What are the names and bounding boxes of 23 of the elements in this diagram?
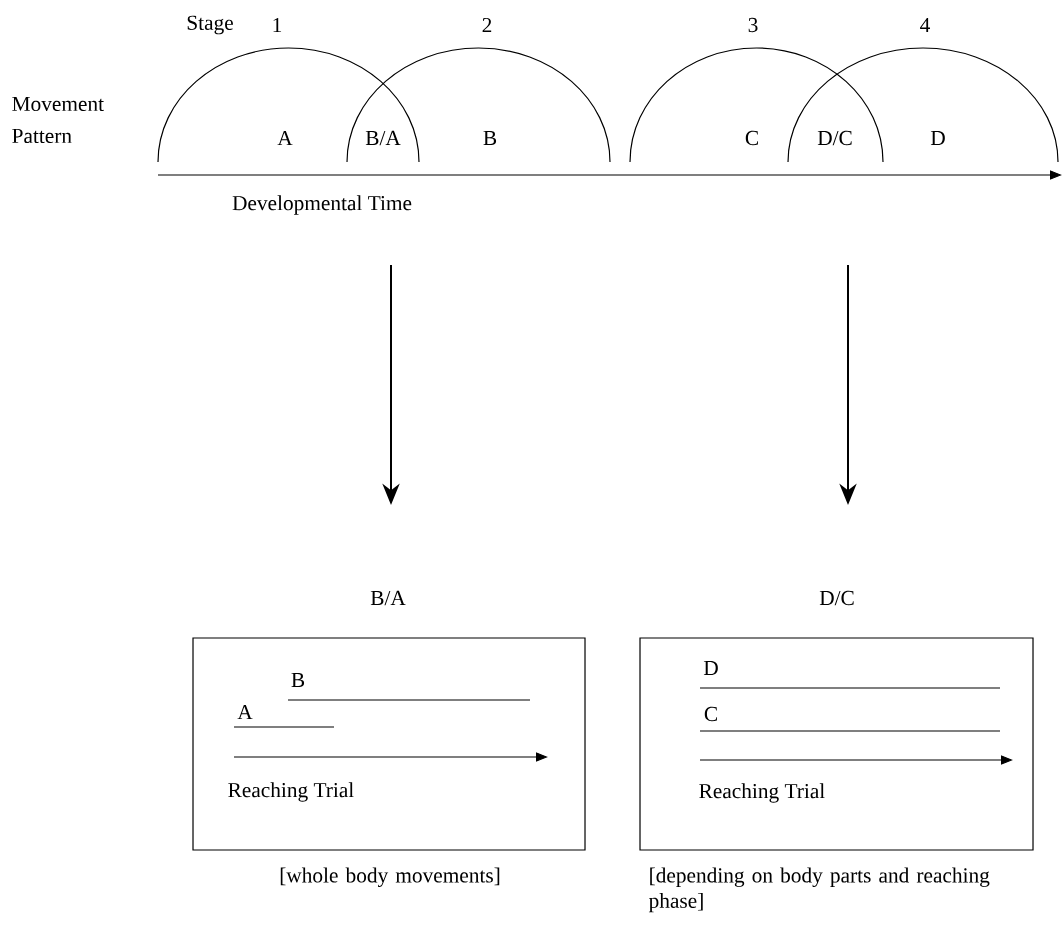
- box-caption: [depending on body parts and reaching phase]: [648, 867, 990, 913]
- axis-label: Reaching Trial: [228, 782, 354, 802]
- text-label: 4: [920, 18, 930, 32]
- text-label: 2: [482, 17, 492, 33]
- pattern-letter: A: [237, 704, 253, 720]
- text-label: Movement Pattern: [12, 96, 104, 144]
- text-label: 1: [273, 17, 282, 33]
- text-label: B/A: [365, 130, 401, 146]
- text-label: Developmental Time: [232, 195, 412, 215]
- text-label: B: [483, 131, 497, 145]
- text-label: D: [930, 131, 945, 145]
- pattern-letter: B: [291, 673, 305, 687]
- box-heading: B/A: [370, 590, 406, 606]
- pattern-letter: C: [704, 706, 717, 722]
- pattern-letter: D: [703, 661, 718, 675]
- text-label: 3: [748, 17, 758, 33]
- text-label: A: [277, 130, 293, 146]
- box-heading: D/C: [819, 590, 854, 606]
- text-label: Stage: [187, 15, 233, 35]
- box-caption: [whole body movements]: [280, 867, 500, 887]
- text-label: C: [745, 130, 758, 146]
- text-label: D/C: [817, 130, 852, 146]
- axis-label: Reaching Trial: [699, 783, 825, 803]
